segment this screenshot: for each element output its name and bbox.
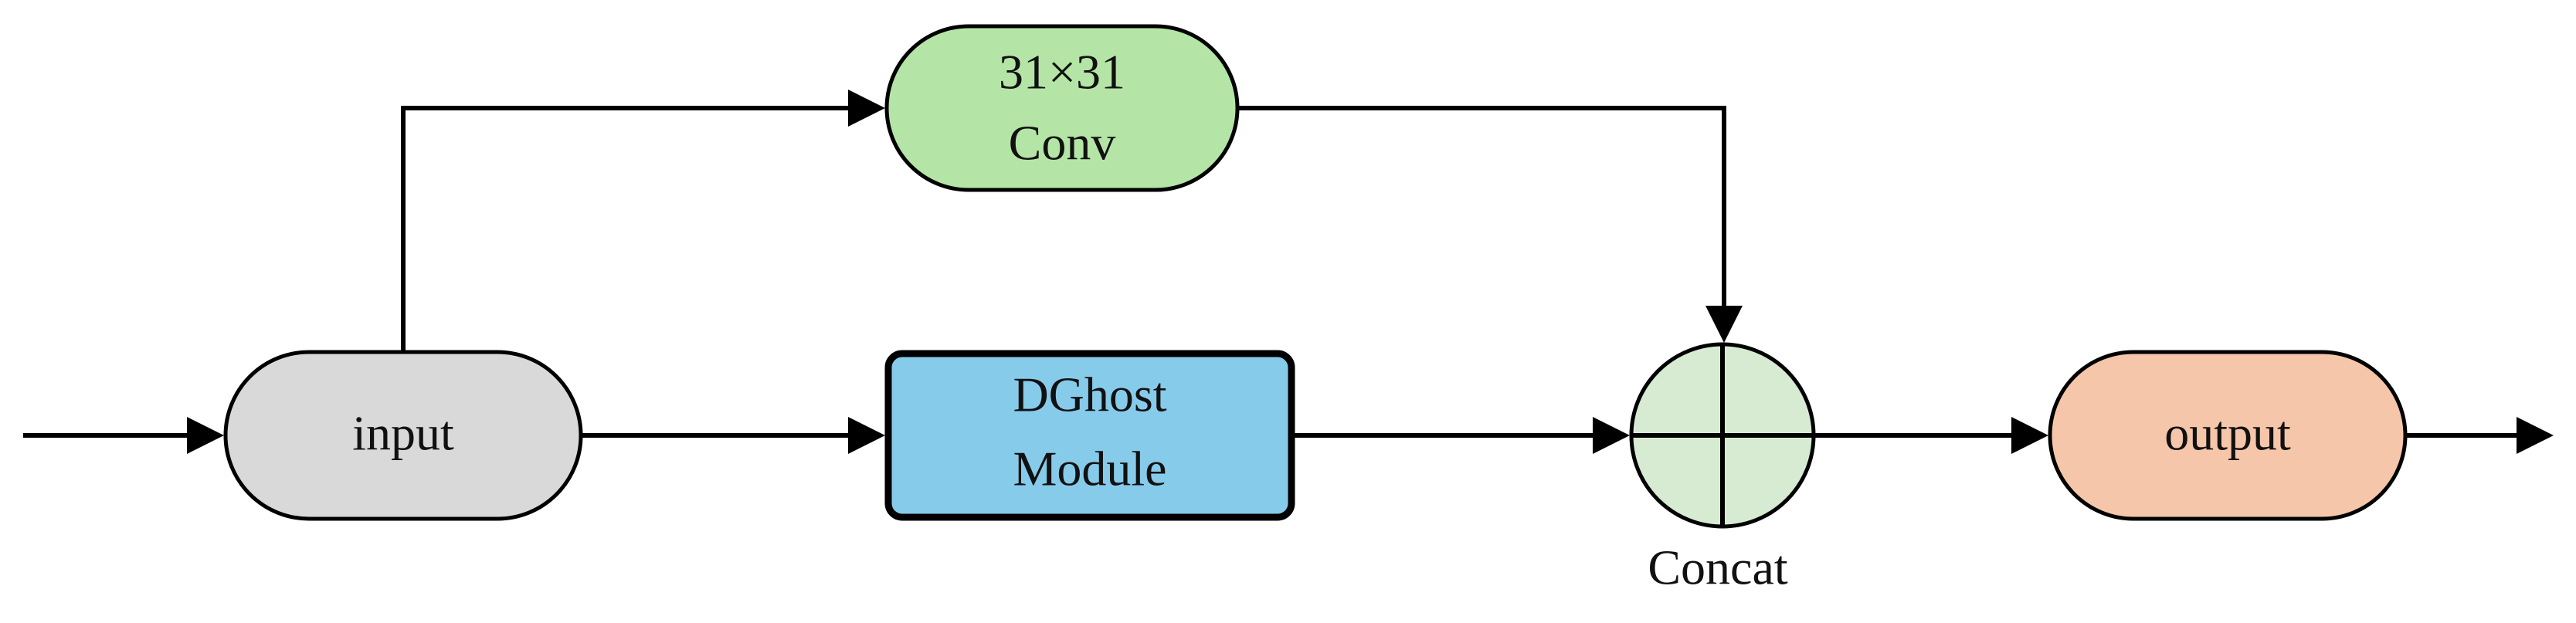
output-node: output bbox=[2048, 350, 2408, 521]
dghost-module-label-line1: DGhost bbox=[1013, 367, 1166, 422]
dghost-module-label-line2: Module bbox=[1013, 442, 1166, 496]
arrowhead-into-output bbox=[2011, 417, 2048, 454]
arrowhead-into-concat-top bbox=[1705, 306, 1743, 343]
conv-node-shape bbox=[884, 24, 1240, 192]
concat-node-label: Concat bbox=[1648, 540, 1788, 595]
dghost-module-node: DGhost Module bbox=[884, 350, 1295, 521]
arrowhead-into-dghost bbox=[848, 417, 885, 454]
edge-conv-to-concat bbox=[1237, 106, 1726, 306]
arrowhead-into-conv bbox=[848, 90, 885, 127]
conv-node: 31×31 Conv bbox=[884, 24, 1240, 192]
conv-node-kernel-label: 31×31 bbox=[999, 45, 1125, 100]
edge-input-to-conv bbox=[401, 106, 848, 351]
input-node-shape bbox=[223, 350, 583, 521]
conv-node-type-label: Conv bbox=[1009, 116, 1116, 171]
dghost-module-shape bbox=[884, 350, 1295, 521]
output-node-shape bbox=[2048, 350, 2408, 521]
input-node-label: input bbox=[352, 406, 454, 461]
arrowhead-into-concat-left bbox=[1593, 417, 1630, 454]
concat-node: Concat bbox=[1629, 342, 1816, 595]
arrowhead-out-of-output bbox=[2517, 417, 2554, 454]
edges bbox=[23, 90, 2554, 454]
output-node-label: output bbox=[2164, 406, 2291, 461]
arrowhead-into-input bbox=[187, 417, 224, 454]
input-node: input bbox=[223, 350, 583, 521]
